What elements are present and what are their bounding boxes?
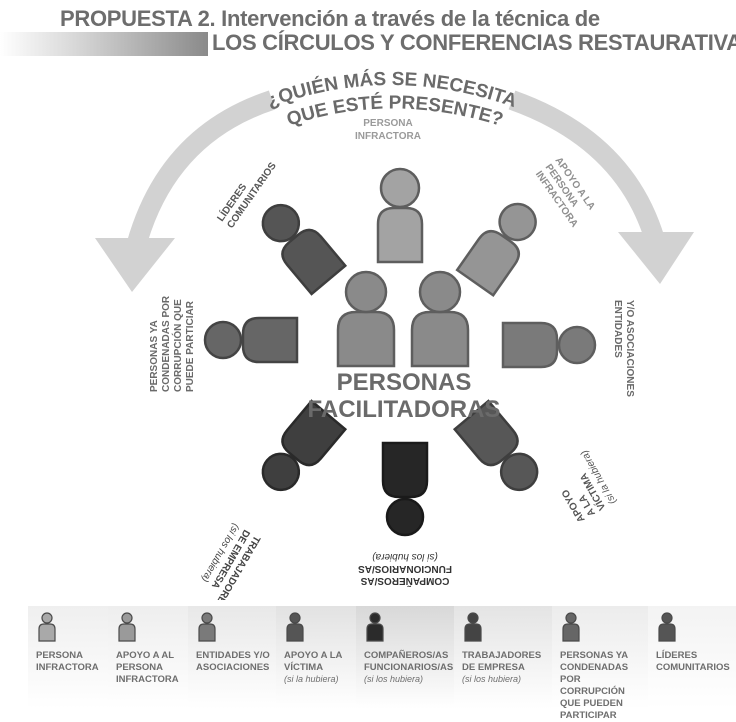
svg-text:INFRACTORA: INFRACTORA [355,131,421,142]
legend-item-label: ENTIDADES Y/O ASOCIACIONES [196,650,270,673]
svg-text:CORRUPCIÓN QUE: CORRUPCIÓN QUE [171,299,184,392]
legend-item-label: COMPAÑEROS/AS FUNCIONARIOS/AS [364,650,454,673]
facilitator-left-icon [336,270,396,368]
legend-person-icon [38,612,56,642]
legend-person-icon [658,612,676,642]
title-gradient-band [0,32,208,56]
svg-text:CONDENADAS POR: CONDENADAS POR [161,295,172,392]
legend-person-icon [198,612,216,642]
legend-item-label: LÍDERES COMUNITARIOS [656,650,730,673]
label-persona-infractora: PERSONA INFRACTORA [355,118,421,142]
legend-item: APOYO A AL PERSONA INFRACTORA [108,606,188,709]
legend-person-icon [366,612,384,642]
legend-item-label: PERSONAS YA CONDENADAS POR CORRUPCIÓN QU… [560,650,629,721]
legend-item: ENTIDADES Y/O ASOCIACIONES [188,606,276,709]
svg-text:FUNCIONARIOS/AS: FUNCIONARIOS/AS [358,563,452,574]
person-infractora-icon [376,167,424,264]
center-label-line1: PERSONAS [337,369,472,396]
person-condenadas-icon [203,316,299,364]
restorative-circle-diagram: ¿QUIÉN MÁS SE NECESITA QUE ESTÉ PRESENTE… [95,68,694,601]
page-title-line2: LOS CÍRCULOS Y CONFERENCIAS RESTAURATIVA… [212,30,736,55]
page-title-line1: PROPUESTA 2. Intervención a través de la… [60,6,600,31]
label-personas-condenadas: PERSONAS YA CONDENADAS POR CORRUPCIÓN QU… [149,295,196,392]
legend-item-label: APOYO A LA VÍCTIMA [284,650,343,673]
left-arrow [95,90,276,292]
legend-person-icon [464,612,482,642]
person-apoyo-infractora-icon [455,202,537,297]
label-apoyo-victima: APOYO A LA VÍCTIMA (si la hubiera) [560,448,619,524]
label-apoyo-infractora: APOYO A LA PERSONA INFRACTORA [533,155,597,229]
legend: PERSONA INFRACTORA APOYO A AL PERSONA INF… [28,606,736,721]
svg-text:PERSONAS YA: PERSONAS YA [149,320,160,392]
legend-item-note: (si los hubiera) [364,674,424,684]
right-arrow [508,90,694,284]
legend-person-icon [118,612,136,642]
svg-text:PERSONA: PERSONA [363,118,412,129]
legend-item: PERSONAS YA CONDENADAS POR CORRUPCIÓN QU… [552,606,648,721]
legend-item-note: (si los hubiera) [462,674,522,684]
legend-person-icon [286,612,304,642]
svg-text:PUEDE PARTICIAR: PUEDE PARTICIAR [185,300,196,392]
label-companeros: COMPAÑEROS/AS FUNCIONARIOS/AS (si los hu… [358,551,452,588]
legend-item: LÍDERES COMUNITARIOS [648,606,736,709]
svg-text:COMPAÑEROS/AS: COMPAÑEROS/AS [360,575,449,588]
legend-item-note: (si la hubiera) [284,674,339,684]
legend-item-label: APOYO A AL PERSONA INFRACTORA [116,650,179,685]
center-label-line2: FACILITADORAS [308,396,501,423]
person-apoyo-victima-icon [452,399,539,492]
person-lideres-icon [261,203,348,296]
svg-text:Y/O ASOCIACIONES: Y/O ASOCIACIONES [624,300,635,397]
facilitator-right-icon [410,270,470,368]
svg-text:(si los hubiera): (si los hubiera) [372,551,438,562]
legend-person-icon [562,612,580,642]
label-trabajadores: TRABAJADORES DE EMPRESA (si los hubiera) [199,522,262,601]
legend-item-label: PERSONA INFRACTORA [36,650,99,673]
label-entidades: ENTIDADES Y/O ASOCIACIONES [612,300,635,397]
legend-item: APOYO A LA VÍCTIMA(si la hubiera) [276,606,356,709]
person-entidades-icon [501,321,597,369]
legend-item: PERSONA INFRACTORA [28,606,108,709]
title-bar: PROPUESTA 2. Intervención a través de la… [0,0,736,60]
legend-item: TRABAJADORES DE EMPRESA(si los hubiera) [454,606,552,709]
person-trabajadores-icon [261,399,348,492]
svg-text:ENTIDADES: ENTIDADES [612,300,623,358]
person-companeros-icon [381,441,429,537]
legend-item-label: TRABAJADORES DE EMPRESA [462,650,542,673]
legend-item: COMPAÑEROS/AS FUNCIONARIOS/AS(si los hub… [356,606,454,709]
